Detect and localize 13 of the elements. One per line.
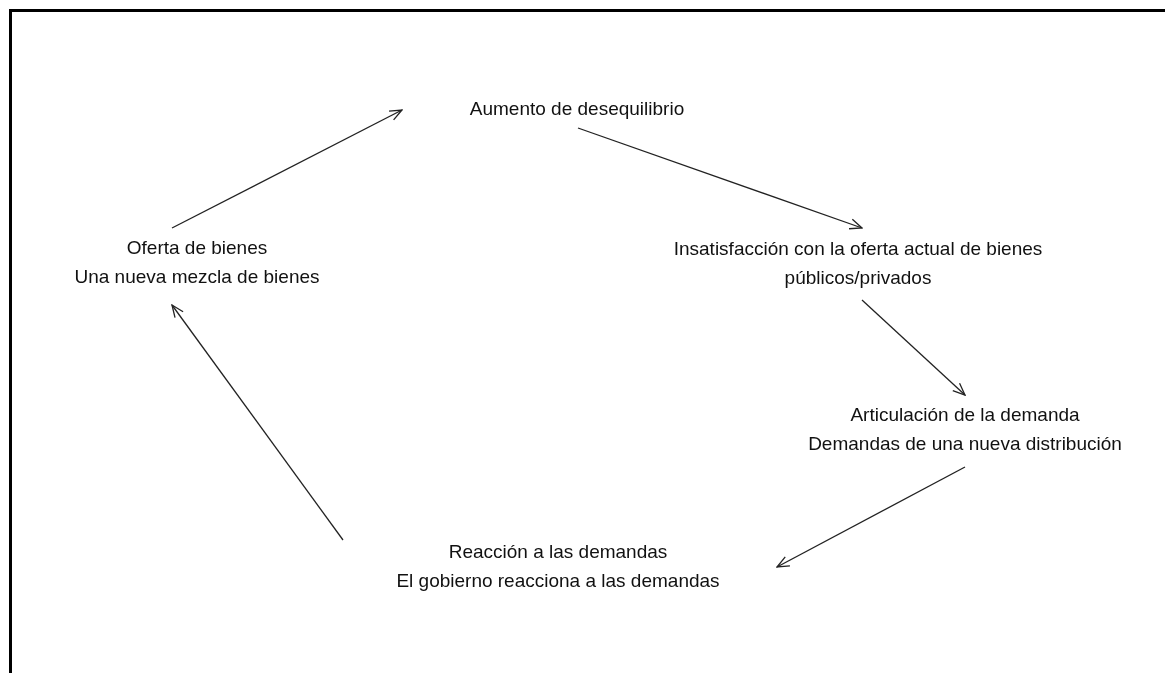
- node-text: Insatisfacción con la oferta actual de bienes públicos/privados: [673, 237, 1043, 290]
- node-text: Reacción a las demandas: [447, 540, 669, 564]
- arrow: [577, 127, 863, 230]
- arrow: [171, 304, 344, 541]
- arrow: [861, 299, 966, 396]
- node-text: Aumento de desequilibrio: [469, 97, 685, 121]
- node-text: El gobierno reacciona a las demandas: [396, 569, 720, 593]
- arrow: [776, 466, 966, 568]
- node-text: Una nueva mezcla de bienes: [74, 265, 320, 289]
- node-text: Oferta de bienes: [125, 236, 269, 260]
- node-text: Demandas de una nueva distribución: [808, 432, 1122, 456]
- arrow: [171, 109, 403, 229]
- node-text: Articulación de la demanda: [849, 403, 1081, 427]
